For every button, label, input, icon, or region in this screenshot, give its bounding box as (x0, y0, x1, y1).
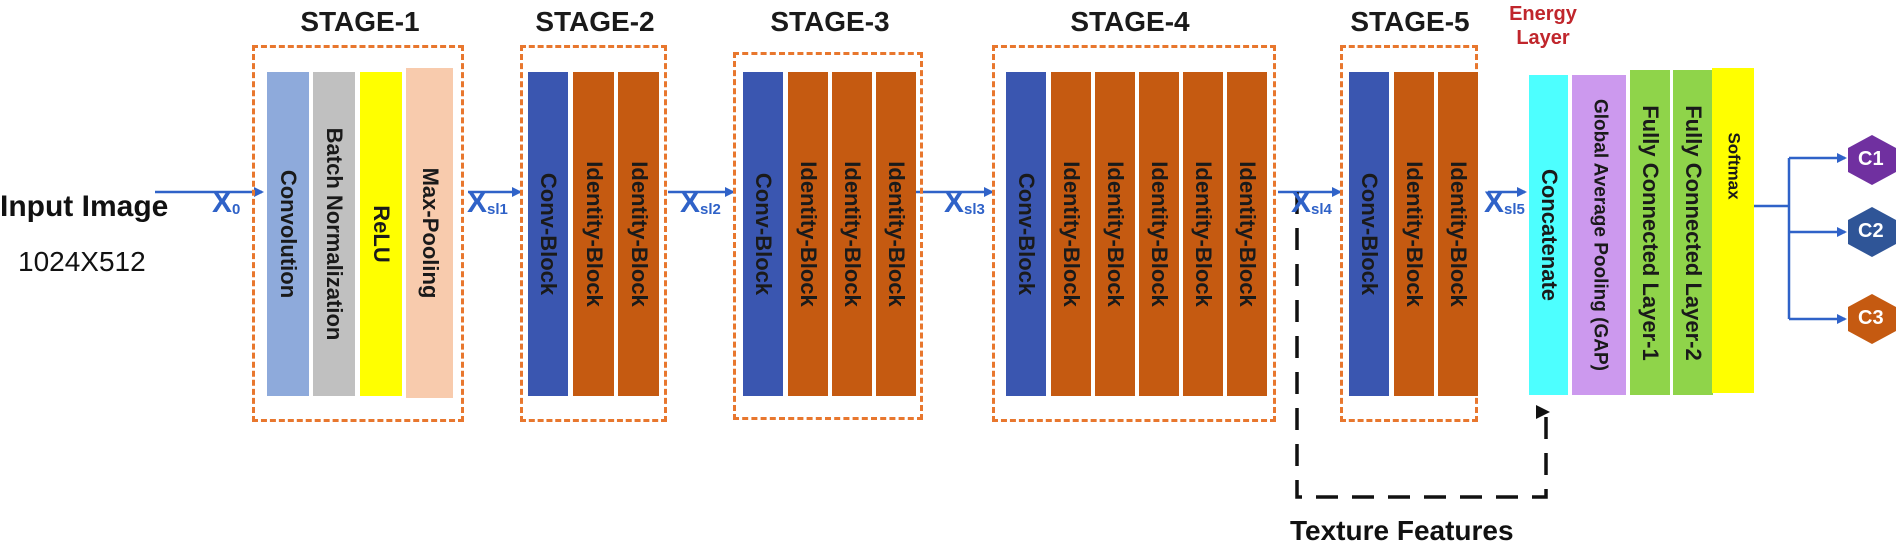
softmax-block: Softmax (1712, 68, 1754, 393)
stage-3-identity-block-2: Identity-Block (832, 72, 872, 396)
stage-4-identity-block-4-label: Identity-Block (1191, 161, 1217, 307)
concatenate-block: Concatenate (1529, 75, 1568, 395)
flow-label-xsl4: Xsl4 (1291, 186, 1332, 219)
stage-4-identity-block-2: Identity-Block (1095, 72, 1135, 396)
convolution-label: Convolution (276, 169, 302, 299)
stage-2-identity-block-2-label: Identity-Block (626, 161, 652, 307)
stage-5-conv-block-label: Conv-Block (1357, 172, 1383, 296)
stage-3-title: STAGE-3 (770, 6, 890, 37)
stage-2-identity-block-2: Identity-Block (618, 72, 659, 396)
stage-4-identity-block-1-label: Identity-Block (1059, 161, 1085, 307)
stage-3-conv-block: Conv-Block (743, 72, 783, 396)
stage-3-identity-block-1-label: Identity-Block (796, 161, 822, 307)
concatenate-label: Concatenate (1536, 168, 1562, 302)
texture-features-dashed-path (1295, 192, 1550, 499)
class-c3-label: C3 (1858, 307, 1884, 329)
gap-label: Global Average Pooling (GAP) (1589, 98, 1611, 371)
class-c3-shape (1848, 294, 1896, 344)
fully-connected-layer-2-label: Fully Connected Layer-2 (1681, 104, 1707, 361)
stage-4-identity-block-3-label: Identity-Block (1147, 161, 1173, 307)
stage-1-title: STAGE-1 (300, 6, 420, 37)
stage-3-identity-block-3-label: Identity-Block (884, 161, 910, 307)
stage-5-identity-block-2-label: Identity-Block (1446, 161, 1472, 307)
stage-4-box (992, 45, 1276, 422)
flow-label-x0: X0 (212, 186, 241, 219)
stage-4-conv-block-label: Conv-Block (1014, 172, 1040, 296)
stage-5-conv-block: Conv-Block (1349, 72, 1389, 396)
fully-connected-layer-1-block: Fully Connected Layer-1 (1630, 70, 1670, 395)
stage-4-identity-block-1: Identity-Block (1051, 72, 1091, 396)
stage-1-box (252, 45, 464, 422)
stage-4-title: STAGE-4 (1070, 6, 1190, 37)
convolution-block: Convolution (267, 72, 309, 396)
max-pooling-block: Max-Pooling (406, 68, 453, 398)
stage-5-title: STAGE-5 (1350, 6, 1470, 37)
class-c2-label: C2 (1858, 220, 1884, 242)
stage-2-conv-block-label: Conv-Block (536, 172, 562, 296)
stage-3-identity-block-1: Identity-Block (788, 72, 828, 396)
flow-label-xsl2: Xsl2 (680, 186, 721, 219)
stage-3-conv-block-label: Conv-Block (751, 172, 777, 296)
gap-block: Global Average Pooling (GAP) (1572, 75, 1626, 395)
stage-4-identity-block-4: Identity-Block (1183, 72, 1223, 396)
stage-4-identity-block-5-label: Identity-Block (1235, 161, 1261, 307)
batch-normalization-label: Batch Normalization (322, 127, 348, 341)
flow-label-xsl3: Xsl3 (944, 186, 985, 219)
max-pooling-label: Max-Pooling (417, 167, 443, 299)
batch-normalization-block: Batch Normalization (313, 72, 355, 396)
softmax-label: Softmax (1724, 131, 1744, 200)
input-image-title: Input Image (0, 190, 169, 223)
stage-3-box (733, 52, 923, 420)
energy-layer-label: Energy Layer (1498, 2, 1588, 50)
stage-5-identity-block-1-label: Identity-Block (1402, 161, 1428, 307)
stage-4-identity-block-2-label: Identity-Block (1103, 161, 1129, 307)
stage-4-conv-block: Conv-Block (1006, 72, 1046, 396)
stage-4-identity-block-3: Identity-Block (1139, 72, 1179, 396)
class-c1-shape (1848, 135, 1896, 185)
relu-block: ReLU (360, 72, 402, 396)
stage-4-identity-block-5: Identity-Block (1227, 72, 1267, 396)
texture-features-label: Texture Features (1290, 515, 1514, 546)
class-c1-label: C1 (1858, 148, 1884, 170)
stage-5-identity-block-1: Identity-Block (1394, 72, 1434, 396)
stage-3-identity-block-2-label: Identity-Block (840, 161, 866, 307)
input-image-size: 1024X512 (18, 246, 146, 277)
stage-3-identity-block-3: Identity-Block (876, 72, 916, 396)
flow-label-xsl5: Xsl5 (1484, 186, 1525, 219)
fully-connected-layer-1-label: Fully Connected Layer-1 (1638, 104, 1664, 361)
flow-label-xsl1: Xsl1 (467, 186, 508, 219)
stage-2-conv-block: Conv-Block (528, 72, 568, 396)
fully-connected-layer-2-block: Fully Connected Layer-2 (1673, 70, 1713, 395)
energy-layer-line1: Energy (1509, 3, 1577, 25)
class-c2-shape (1848, 207, 1896, 257)
energy-layer-line2: Layer (1516, 27, 1570, 49)
relu-label: ReLU (369, 205, 395, 263)
stage-2-box (520, 45, 667, 422)
stage-2-identity-block-1-label: Identity-Block (581, 161, 607, 307)
stage-2-title: STAGE-2 (535, 6, 655, 37)
stage-5-identity-block-2: Identity-Block (1438, 72, 1478, 396)
stage-2-identity-block-1: Identity-Block (573, 72, 614, 396)
